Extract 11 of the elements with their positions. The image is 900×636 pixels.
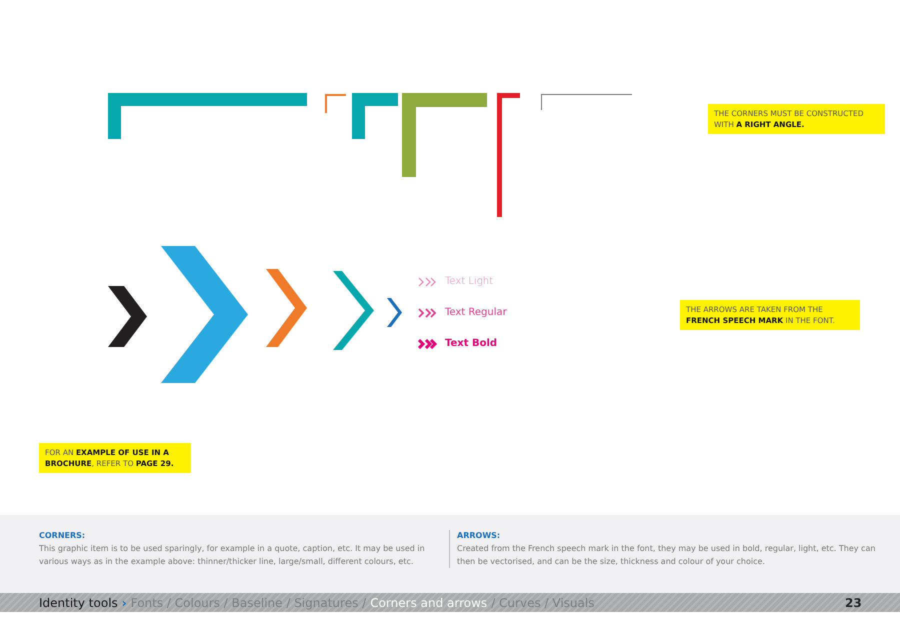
font-sample-text: Text Regular bbox=[445, 307, 507, 318]
font-sample-text: Text Bold bbox=[445, 338, 498, 349]
breadcrumb-text: Identity tools bbox=[39, 596, 118, 610]
paragraph: This graphic item is to be used sparingly, for example in a quote, caption, etc. It may be used in various ways as in the example above: thinner/thicker line, large/small, different colours, etc. bbox=[39, 543, 426, 568]
paragraph: Created from the French speech mark in the font, they may be used in bold, regular, light, etc. They can then be vectorised, and can be the size, thickness and colour of your choice. bbox=[457, 543, 876, 568]
section-heading: ARROWS: bbox=[457, 531, 500, 540]
breadcrumb-separator: › bbox=[122, 596, 127, 610]
font-sample-text: Text Light bbox=[445, 276, 494, 287]
page-number: 23 bbox=[845, 596, 862, 610]
breadcrumb-text: Corners and arrows bbox=[370, 596, 488, 610]
section-heading: CORNERS: bbox=[39, 531, 86, 540]
